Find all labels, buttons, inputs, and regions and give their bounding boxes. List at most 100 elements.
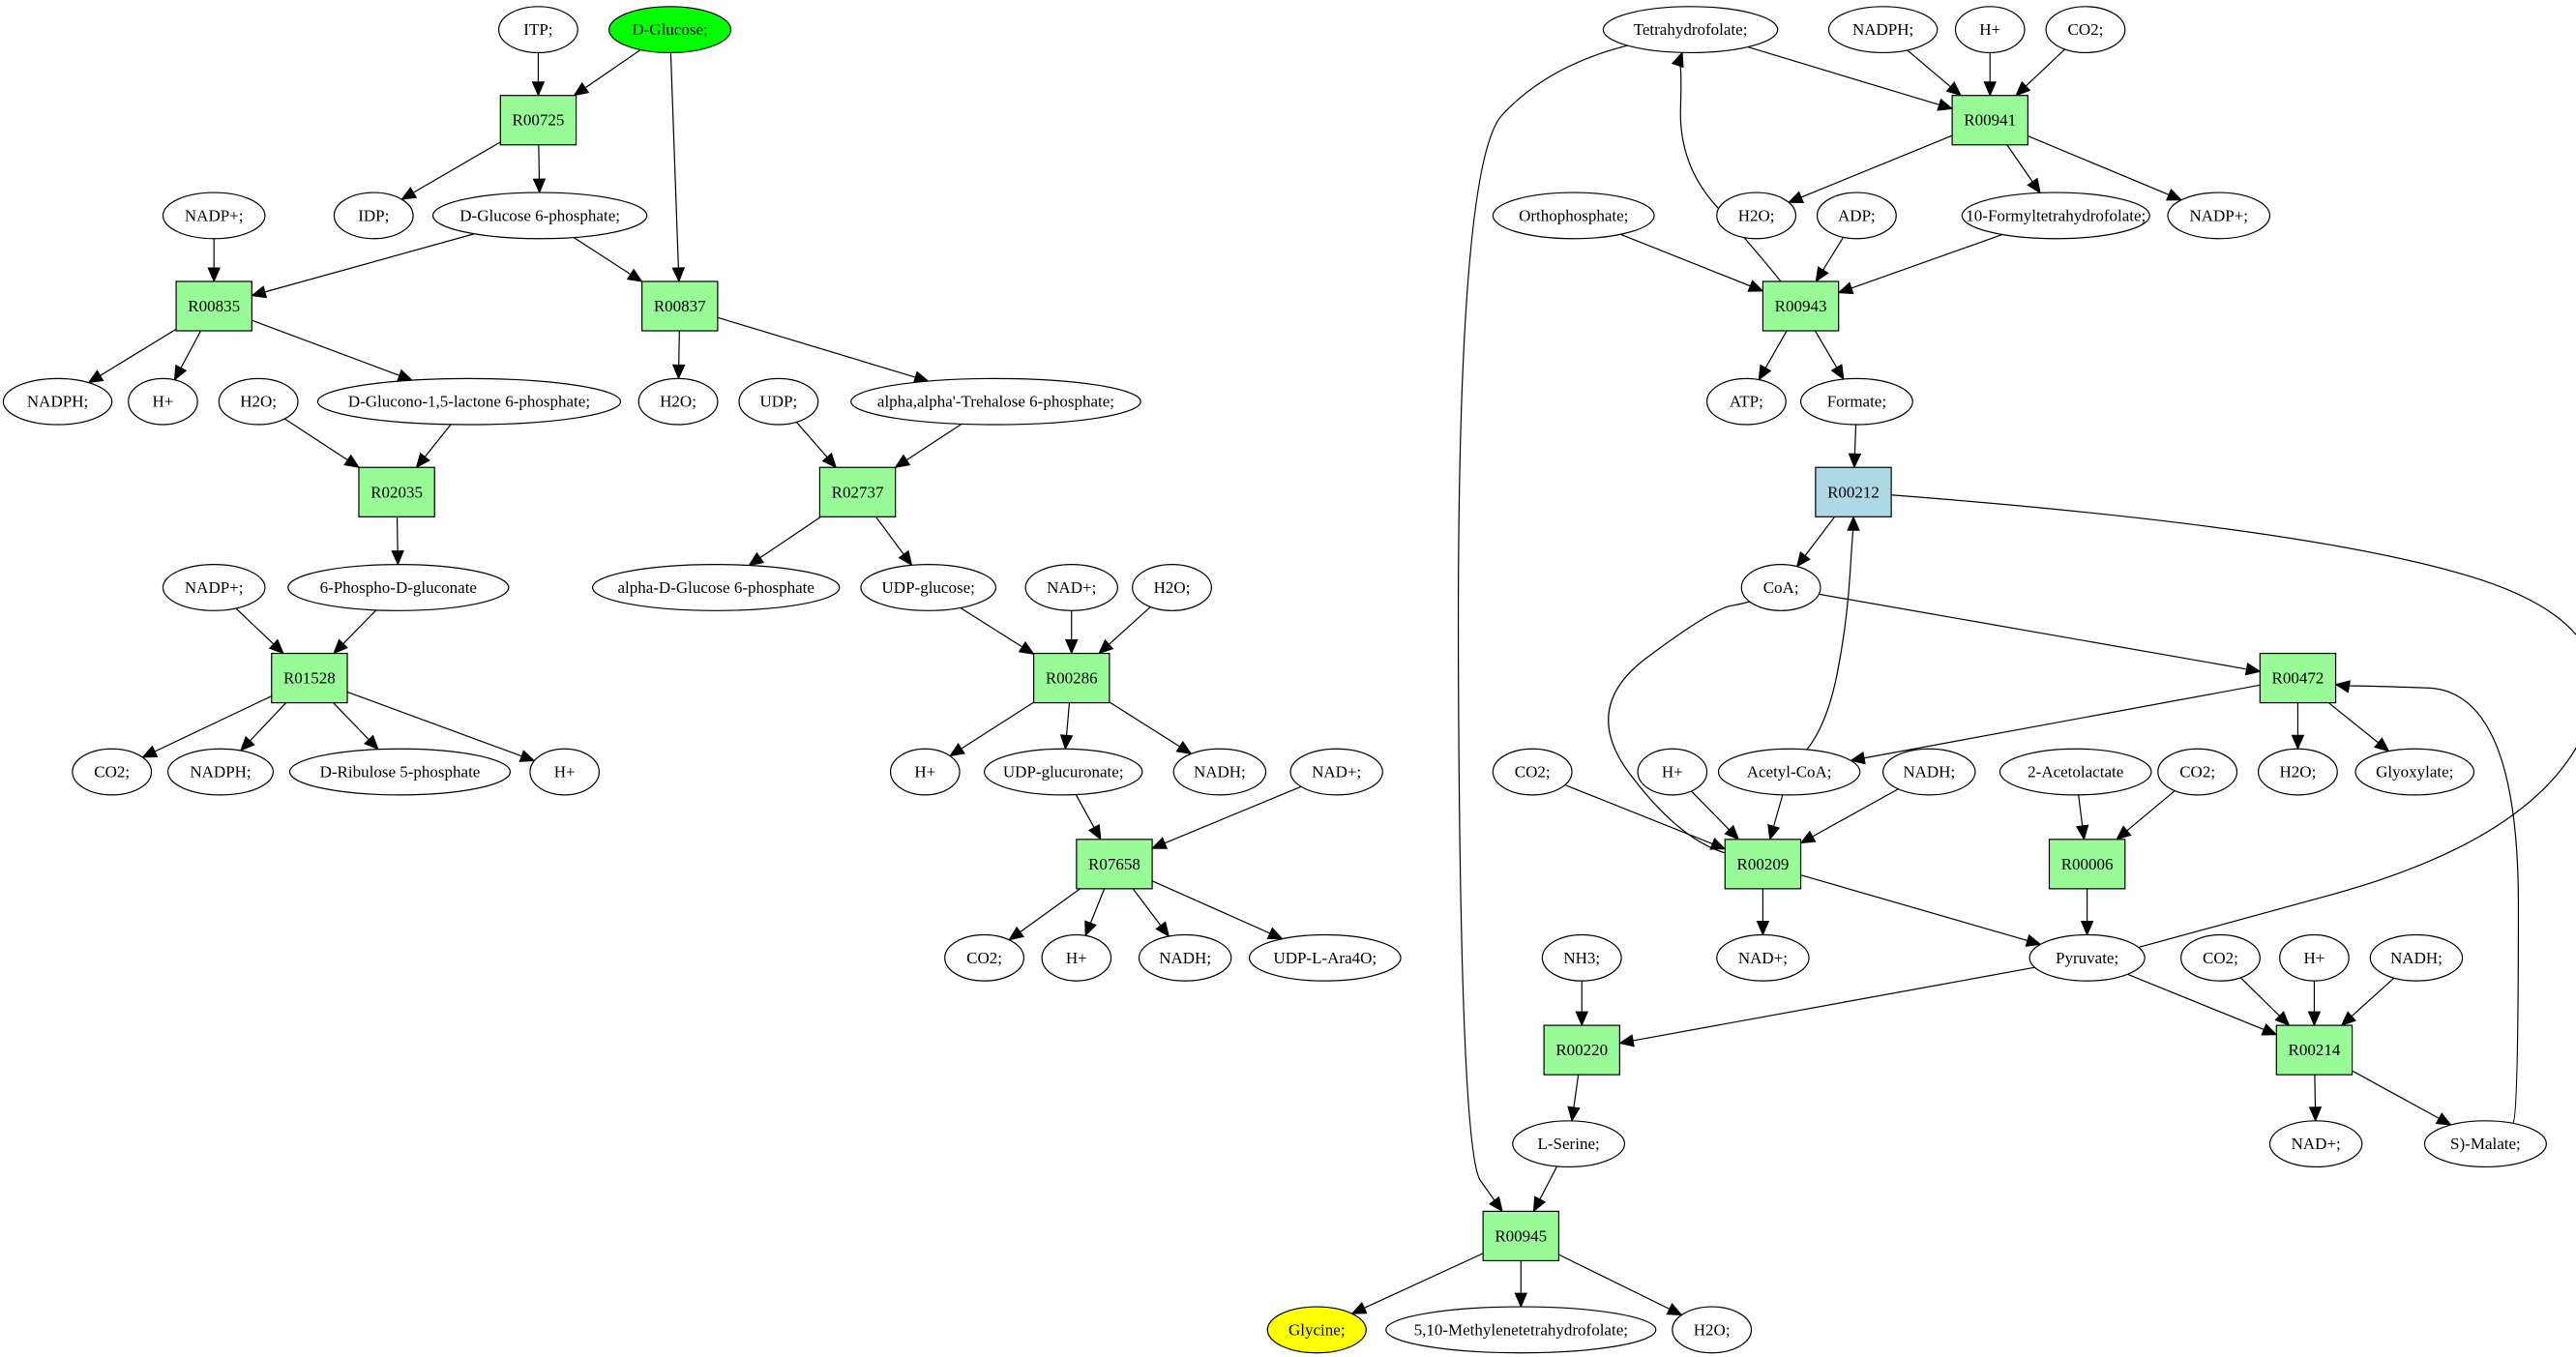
compound-node-c-h7[interactable]: H+ (2279, 933, 2350, 982)
compound-node-c-adg6p[interactable]: alpha-D-Glucose 6-phosphate (591, 564, 841, 611)
compound-node-c-udpara[interactable]: UDP-L-Ara4O; (1248, 933, 1402, 982)
compound-node-c-nadph2[interactable]: NADPH; (166, 748, 275, 796)
compound-node-c-nad4[interactable]: NAD+; (2268, 1120, 2363, 1168)
compound-ellipse (1492, 748, 1573, 796)
compound-node-c-adp[interactable]: ADP; (1816, 192, 1897, 240)
compound-node-c-nadp1[interactable]: NADP+; (162, 192, 266, 240)
reaction-label: R00209 (1736, 855, 1789, 873)
reaction-box (1724, 839, 1802, 890)
reaction-node-r07658[interactable]: R07658 (1076, 839, 1153, 890)
reaction-node-r00472[interactable]: R00472 (2259, 652, 2337, 704)
compound-label: NAD+; (2292, 1135, 2341, 1153)
compound-node-c-pyruvate[interactable]: Pyruvate; (2028, 933, 2146, 982)
compound-label: NADPH; (27, 393, 88, 411)
compound-node-c-h2o1[interactable]: H2O; (218, 377, 299, 426)
compound-node-c-atp[interactable]: ATP; (1705, 377, 1787, 426)
compound-node-c-h1[interactable]: H+ (128, 377, 198, 426)
compound-node-c-6pg[interactable]: 6-Phospho-D-gluconate (287, 564, 510, 611)
compound-node-c-nadp3[interactable]: NADP+; (2167, 192, 2271, 240)
compound-node-c-h2[interactable]: H+ (529, 748, 600, 796)
compound-node-c-h4[interactable]: H+ (1041, 933, 1112, 982)
compound-node-c-h3[interactable]: H+ (889, 748, 961, 796)
compound-node-c-malate[interactable]: S)-Malate; (2423, 1120, 2547, 1168)
compound-label: Pyruvate; (2056, 949, 2118, 967)
arrowhead-c-co2-6-to-r00214 (2274, 1011, 2291, 1026)
compound-node-c-10fthf[interactable]: 10-Formyltetrahydrofolate; (1961, 192, 2150, 240)
reaction-node-r02035[interactable]: R02035 (358, 466, 435, 517)
compound-label: CO2; (2179, 763, 2215, 782)
reaction-node-r00943[interactable]: R00943 (1762, 280, 1840, 332)
arrowhead-r00214-to-c-nad4 (2308, 1106, 2323, 1123)
compound-node-c-trehalose[interactable]: alpha,alpha'-Trehalose 6-phosphate; (850, 377, 1141, 426)
compound-node-c-glycine[interactable]: Glycine; (1266, 1306, 1367, 1354)
compound-node-c-g6p[interactable]: D-Glucose 6-phosphate; (431, 192, 648, 240)
compound-node-c-nadh2[interactable]: NADH; (1138, 933, 1232, 982)
compound-label: ADP; (1838, 206, 1876, 224)
reaction-node-r00945[interactable]: R00945 (1482, 1210, 1560, 1262)
compound-node-c-nad2[interactable]: NAD+; (1289, 748, 1383, 796)
compound-node-c-idp[interactable]: IDP; (333, 192, 414, 240)
reaction-node-r00209[interactable]: R00209 (1724, 839, 1802, 890)
arrowhead-c-itp-to-r00725 (531, 81, 546, 97)
reaction-node-r00286[interactable]: R00286 (1033, 652, 1110, 704)
compound-node-c-nadh1[interactable]: NADH; (1172, 748, 1267, 796)
compound-node-c-co2-2[interactable]: CO2; (944, 933, 1024, 982)
compound-node-c-formate[interactable]: Formate; (1799, 377, 1913, 426)
compound-node-c-co2-3[interactable]: CO2; (2045, 6, 2126, 54)
compound-node-c-h2o2[interactable]: H2O; (637, 377, 719, 426)
compound-node-c-ribulose[interactable]: D-Ribulose 5-phosphate (288, 748, 512, 796)
compound-node-c-h5[interactable]: H+ (1954, 6, 2026, 54)
compound-label: CO2; (2203, 949, 2238, 967)
compound-node-c-acetolactate[interactable]: 2-Acetolactate (1999, 748, 2152, 796)
reaction-node-r00006[interactable]: R00006 (2048, 839, 2126, 890)
compound-node-c-dglucose[interactable]: D-Glucose; (607, 6, 732, 54)
reaction-node-r00835[interactable]: R00835 (175, 280, 252, 332)
reaction-node-r00212[interactable]: R00212 (1815, 466, 1892, 517)
reaction-node-r01528[interactable]: R01528 (271, 652, 348, 704)
edge-r00941-to-c-10fthf (2006, 144, 2033, 183)
edge-r00286-to-c-nadh1 (1109, 701, 1180, 748)
reaction-node-r02737[interactable]: R02737 (818, 466, 897, 517)
edges-layer (87, 44, 2576, 1316)
compound-node-c-nadph3[interactable]: NADPH; (1827, 6, 1939, 54)
compound-node-c-h6[interactable]: H+ (1637, 748, 1708, 796)
compound-label: UDP; (759, 393, 797, 411)
compound-node-c-glucono[interactable]: D-Glucono-1,5-lactone 6-phosphate; (316, 377, 622, 426)
reaction-node-r00725[interactable]: R00725 (499, 95, 577, 146)
reaction-node-r00220[interactable]: R00220 (1543, 1024, 1620, 1076)
compound-node-c-co2-5[interactable]: CO2; (2157, 748, 2238, 796)
compound-ellipse (1172, 748, 1267, 796)
compound-node-c-h2o5[interactable]: H2O; (2257, 748, 2338, 796)
compound-node-c-methylene[interactable]: 5,10-Methylenetetrahydrofolate; (1385, 1306, 1657, 1354)
compound-label: Tetrahydrofolate; (1634, 20, 1748, 39)
edge-c-nad2-to-r07658 (1164, 785, 1302, 844)
compound-node-c-acetylcoa[interactable]: Acetyl-CoA; (1717, 748, 1861, 796)
compound-node-c-co2-6[interactable]: CO2; (2180, 933, 2261, 982)
compound-node-c-h2o3[interactable]: H2O; (1132, 564, 1212, 611)
compound-node-c-nh3[interactable]: NH3; (1541, 933, 1622, 982)
reaction-node-r00214[interactable]: R00214 (2275, 1024, 2354, 1076)
compound-node-c-nadp2[interactable]: NADP+; (162, 564, 266, 611)
compound-node-c-h2o6[interactable]: H2O; (1672, 1306, 1753, 1354)
compound-node-c-co2-1[interactable]: CO2; (72, 748, 153, 796)
compound-node-c-h2o4[interactable]: H2O; (1716, 192, 1797, 240)
compound-node-c-nad1[interactable]: NAD+; (1024, 564, 1118, 611)
arrowhead-c-g6p-to-r00837 (626, 268, 643, 282)
compound-node-c-udp[interactable]: UDP; (738, 377, 819, 426)
compound-node-c-co2-4[interactable]: CO2; (1492, 748, 1573, 796)
reaction-node-r00837[interactable]: R00837 (641, 280, 719, 332)
compound-node-c-nadph1[interactable]: NADPH; (2, 377, 113, 426)
compound-node-c-coa[interactable]: CoA; (1740, 564, 1821, 611)
compound-node-c-nadh4[interactable]: NADH; (2369, 933, 2464, 982)
compound-node-c-itp[interactable]: ITP; (497, 6, 578, 54)
compound-node-c-nadh3[interactable]: NADH; (1882, 748, 1976, 796)
edge-r00943-to-c-thf (1676, 62, 1782, 282)
compound-node-c-udpglc[interactable]: UDP-glucose; (860, 564, 997, 611)
compound-node-c-serine[interactable]: L-Serine; (1512, 1120, 1626, 1168)
compound-node-c-nad3[interactable]: NAD+; (1716, 933, 1810, 982)
reaction-node-r00941[interactable]: R00941 (1951, 95, 2028, 146)
compound-node-c-ortho[interactable]: Orthophosphate; (1492, 192, 1655, 240)
compound-node-c-glyoxylate[interactable]: Glyoxylate; (2354, 748, 2475, 796)
compound-node-c-thf[interactable]: Tetrahydrofolate; (1602, 6, 1779, 54)
compound-node-c-udpglcur[interactable]: UDP-glucuronate; (983, 748, 1143, 796)
